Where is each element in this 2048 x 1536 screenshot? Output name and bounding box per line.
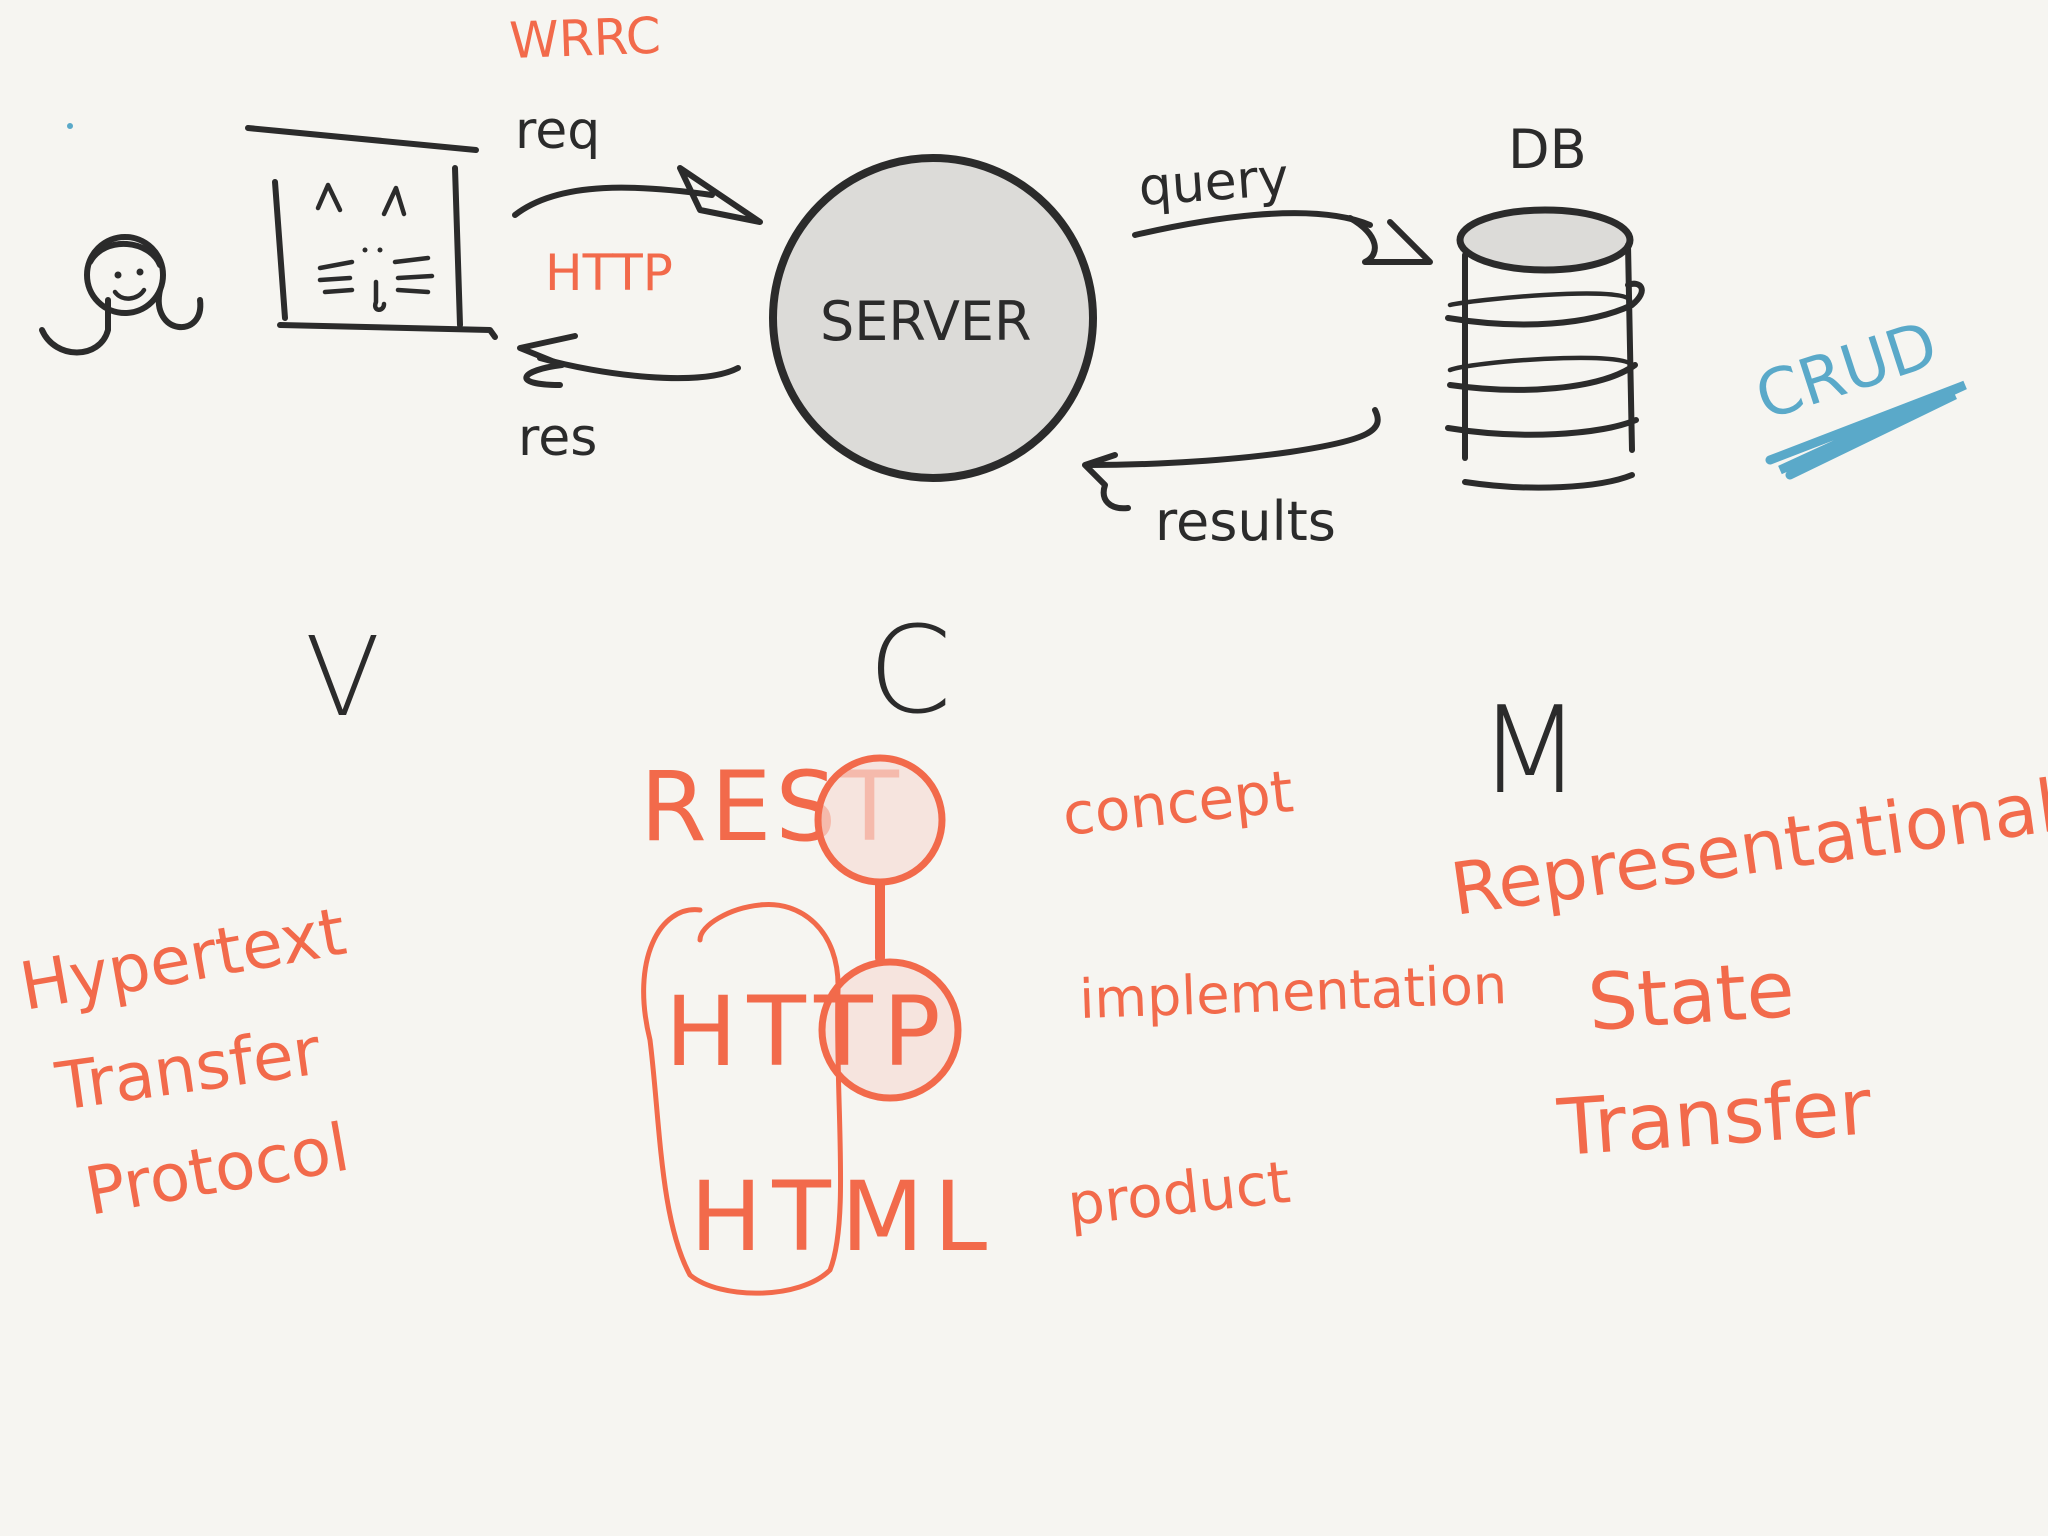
query-arrow bbox=[1132, 210, 1373, 238]
results-label: results bbox=[1155, 490, 1336, 553]
stray-dot bbox=[67, 123, 73, 129]
http-highlight-circle bbox=[818, 958, 962, 1102]
mvc-controller-letter: C bbox=[868, 602, 952, 741]
req-arrowhead bbox=[677, 165, 763, 225]
res-arrow bbox=[537, 355, 741, 382]
transfer-word-left: Transfer bbox=[51, 1013, 326, 1126]
ht-grouping-loop bbox=[641, 901, 844, 1296]
res-label: res bbox=[518, 408, 597, 468]
person-icon bbox=[39, 234, 204, 356]
server-icon: SERVER bbox=[769, 154, 1097, 482]
query-label: query bbox=[1137, 148, 1291, 218]
concept-label: concept bbox=[1059, 757, 1296, 849]
html-label: HTML bbox=[690, 1161, 997, 1273]
state-word: State bbox=[1585, 945, 1797, 1049]
rest-highlight-circle bbox=[814, 754, 946, 886]
http-protocol-label: HTTP bbox=[545, 244, 673, 302]
mvc-view-letter: V bbox=[305, 613, 380, 741]
hypertext-word: Hypertext bbox=[14, 893, 351, 1026]
database-icon bbox=[1445, 206, 1645, 491]
server-label: SERVER bbox=[820, 290, 1032, 353]
results-arrow bbox=[1087, 407, 1381, 468]
implementation-label: implementation bbox=[1078, 953, 1508, 1031]
req-label: req bbox=[515, 101, 600, 161]
http-label: HTTP bbox=[665, 976, 951, 1088]
protocol-word: Protocol bbox=[79, 1109, 354, 1231]
query-arrowhead bbox=[1347, 215, 1433, 265]
results-arrowhead bbox=[1082, 452, 1131, 512]
req-arrow bbox=[512, 184, 715, 218]
wrrc-title: WRRC bbox=[508, 7, 661, 70]
mvc-model-letter: M bbox=[1478, 682, 1582, 821]
crud-underline bbox=[1765, 380, 1967, 480]
product-label: product bbox=[1064, 1148, 1293, 1239]
res-arrowhead bbox=[517, 333, 578, 388]
transfer-word-right: Transfer bbox=[1554, 1062, 1875, 1174]
laptop-cat-icon bbox=[245, 125, 498, 340]
db-label: DB bbox=[1508, 118, 1587, 181]
